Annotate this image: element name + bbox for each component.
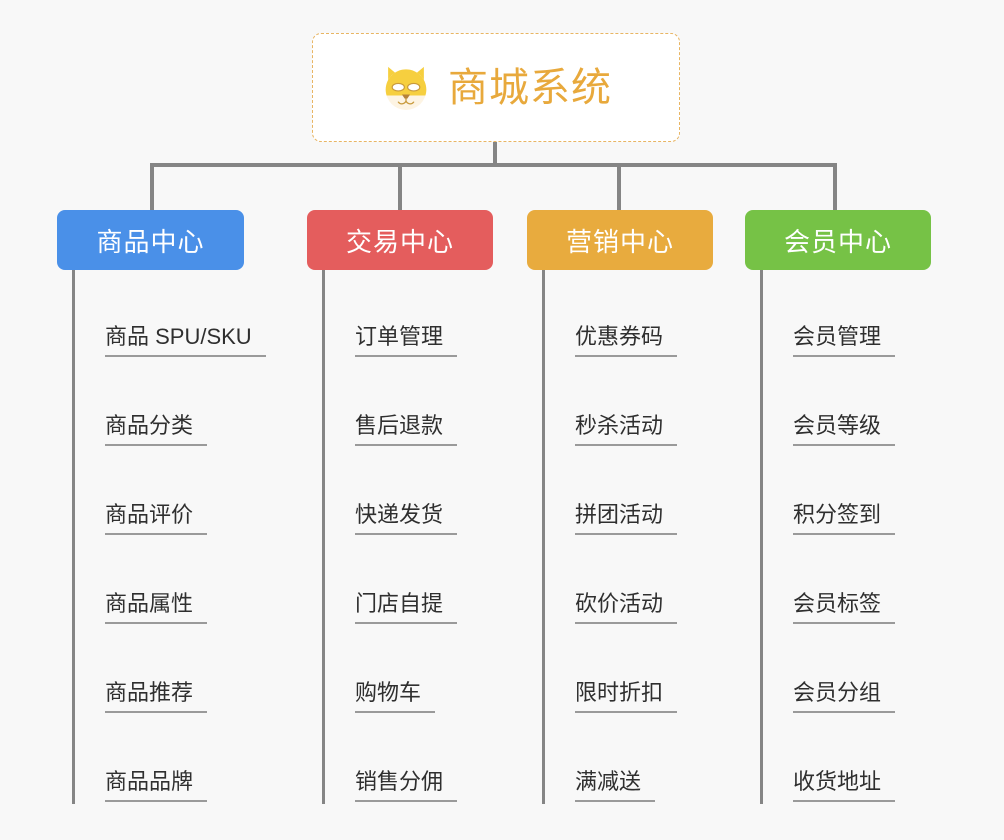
- list-item[interactable]: 积分签到: [763, 448, 931, 537]
- list-item[interactable]: 门店自提: [325, 537, 493, 626]
- leaf-label: 收货地址: [793, 769, 896, 802]
- connector-drop-3: [617, 163, 621, 212]
- list-item[interactable]: 拼团活动: [545, 448, 713, 537]
- branch-member-center: 会员中心 会员管理 会员等级 积分签到 会员标签 会员分组 收货地址: [745, 210, 931, 804]
- leaf-label: 商品推荐: [105, 680, 208, 713]
- leaf-label: 商品分类: [105, 413, 208, 446]
- leaf-label: 快递发货: [355, 502, 458, 535]
- list-item[interactable]: 商品属性: [75, 537, 244, 626]
- leaf-label: 会员等级: [793, 413, 896, 446]
- branch-label: 会员中心: [783, 226, 892, 257]
- branch-header-marketing-center[interactable]: 营销中心: [527, 210, 713, 270]
- leaf-label: 商品评价: [105, 502, 208, 535]
- leaf-list-member-center: 会员管理 会员等级 积分签到 会员标签 会员分组 收货地址: [760, 270, 931, 804]
- list-item[interactable]: 商品品牌: [75, 715, 244, 804]
- leaf-label: 会员标签: [793, 591, 896, 624]
- root-node[interactable]: 商城系统: [312, 33, 680, 142]
- list-item[interactable]: 销售分佣: [325, 715, 493, 804]
- leaf-label: 售后退款: [355, 413, 458, 446]
- leaf-label: 积分签到: [793, 502, 896, 535]
- list-item[interactable]: 会员标签: [763, 537, 931, 626]
- leaf-label: 会员管理: [793, 324, 896, 357]
- connector-drop-2: [398, 163, 402, 212]
- leaf-list-product-center: 商品 SPU/SKU 商品分类 商品评价 商品属性 商品推荐 商品品牌: [72, 270, 266, 804]
- list-item[interactable]: 会员管理: [763, 270, 931, 359]
- list-item[interactable]: 商品分类: [75, 359, 244, 448]
- leaf-label: 限时折扣: [575, 680, 678, 713]
- leaf-label: 购物车: [355, 680, 436, 713]
- leaf-label: 秒杀活动: [575, 413, 678, 446]
- branch-label: 交易中心: [345, 226, 454, 257]
- list-item[interactable]: 限时折扣: [545, 626, 713, 715]
- leaf-label: 拼团活动: [575, 502, 678, 535]
- list-item[interactable]: 收货地址: [763, 715, 931, 804]
- list-item[interactable]: 订单管理: [325, 270, 493, 359]
- branch-product-center: 商品中心 商品 SPU/SKU 商品分类 商品评价 商品属性 商品推荐 商品品牌: [57, 210, 266, 804]
- list-item[interactable]: 快递发货: [325, 448, 493, 537]
- root-title: 商城系统: [448, 65, 612, 110]
- list-item[interactable]: 砍价活动: [545, 537, 713, 626]
- leaf-label: 砍价活动: [575, 591, 678, 624]
- branch-trade-center: 交易中心 订单管理 售后退款 快递发货 门店自提 购物车 销售分佣: [307, 210, 493, 804]
- list-item[interactable]: 秒杀活动: [545, 359, 713, 448]
- list-item[interactable]: 会员等级: [763, 359, 931, 448]
- leaf-list-marketing-center: 优惠券码 秒杀活动 拼团活动 砍价活动 限时折扣 满减送: [542, 270, 713, 804]
- leaf-label: 商品属性: [105, 591, 208, 624]
- leaf-label: 会员分组: [793, 680, 896, 713]
- list-item[interactable]: 优惠券码: [545, 270, 713, 359]
- leaf-label: 商品品牌: [105, 769, 208, 802]
- leaf-label: 商品 SPU/SKU: [105, 324, 266, 357]
- leaf-label: 满减送: [575, 769, 656, 802]
- list-item[interactable]: 商品 SPU/SKU: [75, 270, 266, 359]
- list-item[interactable]: 会员分组: [763, 626, 931, 715]
- branch-header-trade-center[interactable]: 交易中心: [307, 210, 493, 270]
- list-item[interactable]: 商品推荐: [75, 626, 244, 715]
- branch-header-product-center[interactable]: 商品中心: [57, 210, 244, 270]
- connector-root-stem: [493, 142, 497, 166]
- connector-drop-4: [833, 163, 837, 212]
- leaf-label: 销售分佣: [355, 769, 458, 802]
- leaf-label: 订单管理: [355, 324, 458, 357]
- branch-marketing-center: 营销中心 优惠券码 秒杀活动 拼团活动 砍价活动 限时折扣 满减送: [527, 210, 713, 804]
- list-item[interactable]: 售后退款: [325, 359, 493, 448]
- connector-horizontal-bar: [150, 163, 837, 167]
- leaf-list-trade-center: 订单管理 售后退款 快递发货 门店自提 购物车 销售分佣: [322, 270, 493, 804]
- leaf-label: 优惠券码: [575, 324, 678, 357]
- shiba-dog-face-icon: [385, 66, 427, 110]
- branch-header-member-center[interactable]: 会员中心: [745, 210, 931, 270]
- list-item[interactable]: 购物车: [325, 626, 493, 715]
- list-item[interactable]: 满减送: [545, 715, 713, 804]
- branch-label: 商品中心: [96, 226, 205, 257]
- list-item[interactable]: 商品评价: [75, 448, 244, 537]
- connector-drop-1: [150, 163, 154, 212]
- branch-label: 营销中心: [565, 226, 674, 257]
- leaf-label: 门店自提: [355, 591, 458, 624]
